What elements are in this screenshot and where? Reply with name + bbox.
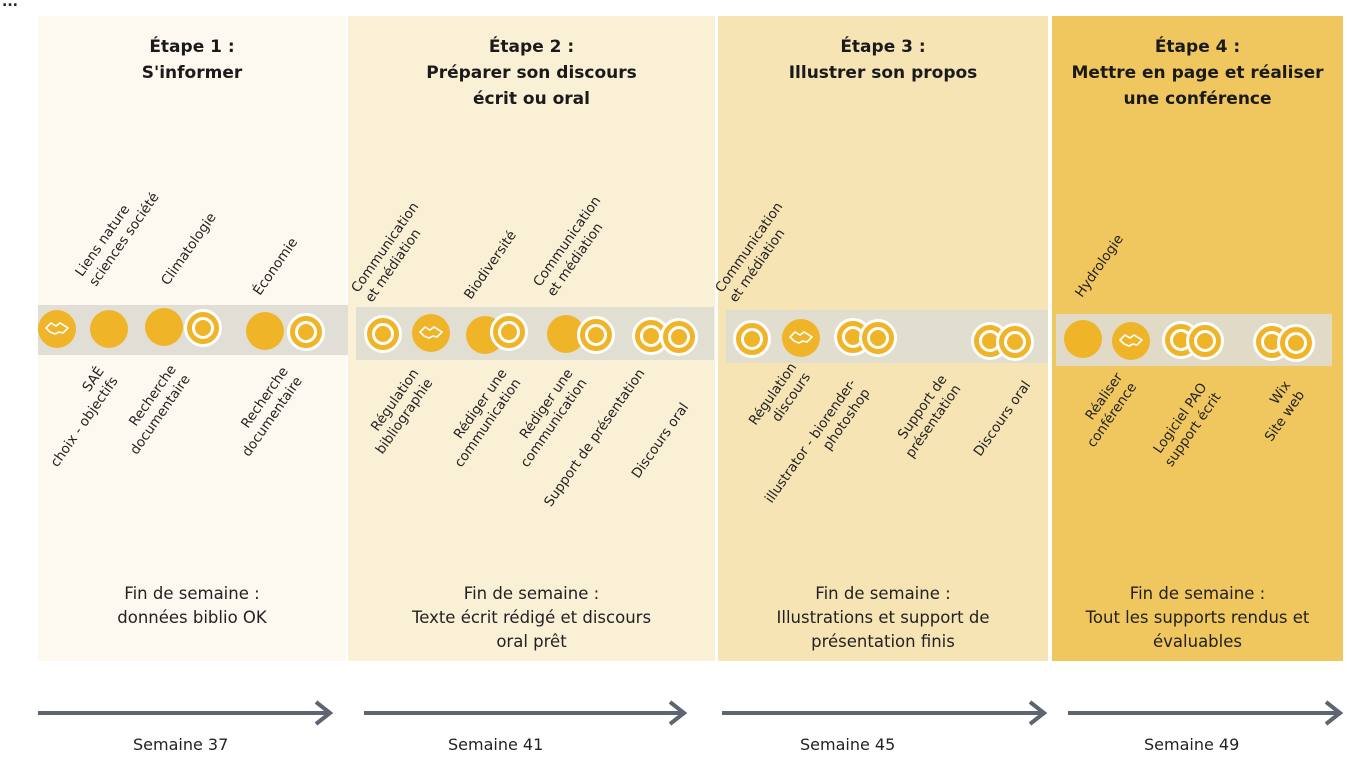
stage-2-note-line: oral prêt [496, 632, 567, 651]
ring-marker-icon [733, 320, 771, 358]
stage-3-note-line: Illustrations et support de [776, 608, 990, 627]
week-label: Semaine 45 [800, 735, 896, 754]
stage-2-note: Fin de semaine : Texte écrit rédigé et d… [348, 582, 715, 654]
stage-4-title-line: Mettre en page et réaliser [1071, 63, 1324, 83]
stage-4-note: Fin de semaine : Tout les supports rendu… [1052, 582, 1343, 654]
stage-2-note-line: Texte écrit rédigé et discours [411, 608, 652, 627]
arrow-right-icon [1068, 700, 1344, 726]
circle-marker-icon [246, 312, 284, 350]
ring-marker-icon [632, 317, 670, 355]
stage-3-note-line: Fin de semaine : [815, 584, 951, 603]
stage-2-title-line: Préparer son discours [426, 63, 637, 83]
circle-marker-icon [1064, 320, 1102, 358]
stage-4-title: Étape 4 : Mettre en page et réaliser une… [1052, 34, 1343, 112]
ring-marker-icon [660, 318, 698, 356]
stage-4-note-line: évaluables [1153, 632, 1242, 651]
stage-1-note-line: Fin de semaine : [124, 584, 260, 603]
handshake-icon [412, 314, 450, 352]
stage-3-title-line: Étape 3 : [840, 37, 926, 57]
ring-marker-icon [184, 309, 222, 347]
week-label: Semaine 37 [133, 735, 229, 754]
stage-1-note-line: données biblio OK [117, 608, 267, 627]
week-label: Semaine 49 [1144, 735, 1240, 754]
stage-3-title-line: Illustrer son propos [788, 63, 978, 83]
stage-2-title-line: écrit ou oral [473, 89, 590, 109]
handshake-icon [1112, 322, 1150, 360]
stage-2-title: Étape 2 : Préparer son discours écrit ou… [348, 34, 715, 112]
circle-marker-icon [90, 310, 128, 348]
stage-1-title: Étape 1 : S'informer [38, 34, 346, 86]
arrow-right-icon [38, 700, 334, 726]
stage-4-note-line: Fin de semaine : [1129, 584, 1266, 603]
ring-marker-icon [1186, 322, 1224, 360]
handshake-icon [38, 310, 76, 348]
arrow-right-icon [364, 700, 688, 726]
ring-marker-icon [490, 313, 528, 351]
handshake-icon [782, 319, 820, 357]
stage-1-title-line: Étape 1 : [149, 37, 235, 57]
week-label: Semaine 41 [448, 735, 544, 754]
stage-2-note-line: Fin de semaine : [463, 584, 600, 603]
stage-4-title-line: Étape 4 : [1154, 37, 1241, 57]
ring-marker-icon [287, 313, 325, 351]
stage-1-title-line: S'informer [141, 63, 243, 83]
stage-4-title-line: une conférence [1123, 89, 1272, 109]
arrow-right-icon [722, 700, 1048, 726]
ring-marker-icon [577, 316, 615, 354]
ring-marker-icon [996, 323, 1034, 361]
ring-marker-icon [1277, 324, 1315, 362]
stage-4-note-line: Tout les supports rendus et [1085, 608, 1310, 627]
stage-2-title-line: Étape 2 : [488, 37, 575, 57]
stage-3-note: Fin de semaine : Illustrations et suppor… [718, 582, 1048, 654]
ring-marker-icon [364, 315, 402, 353]
stage-3-note-line: présentation finis [811, 632, 955, 651]
stage-3-title: Étape 3 : Illustrer son propos [718, 34, 1048, 86]
ring-marker-icon [859, 319, 897, 357]
stage-1-note: Fin de semaine : données biblio OK [38, 582, 346, 630]
cropped-header-text: ... [2, 0, 18, 10]
circle-marker-icon [145, 308, 183, 346]
